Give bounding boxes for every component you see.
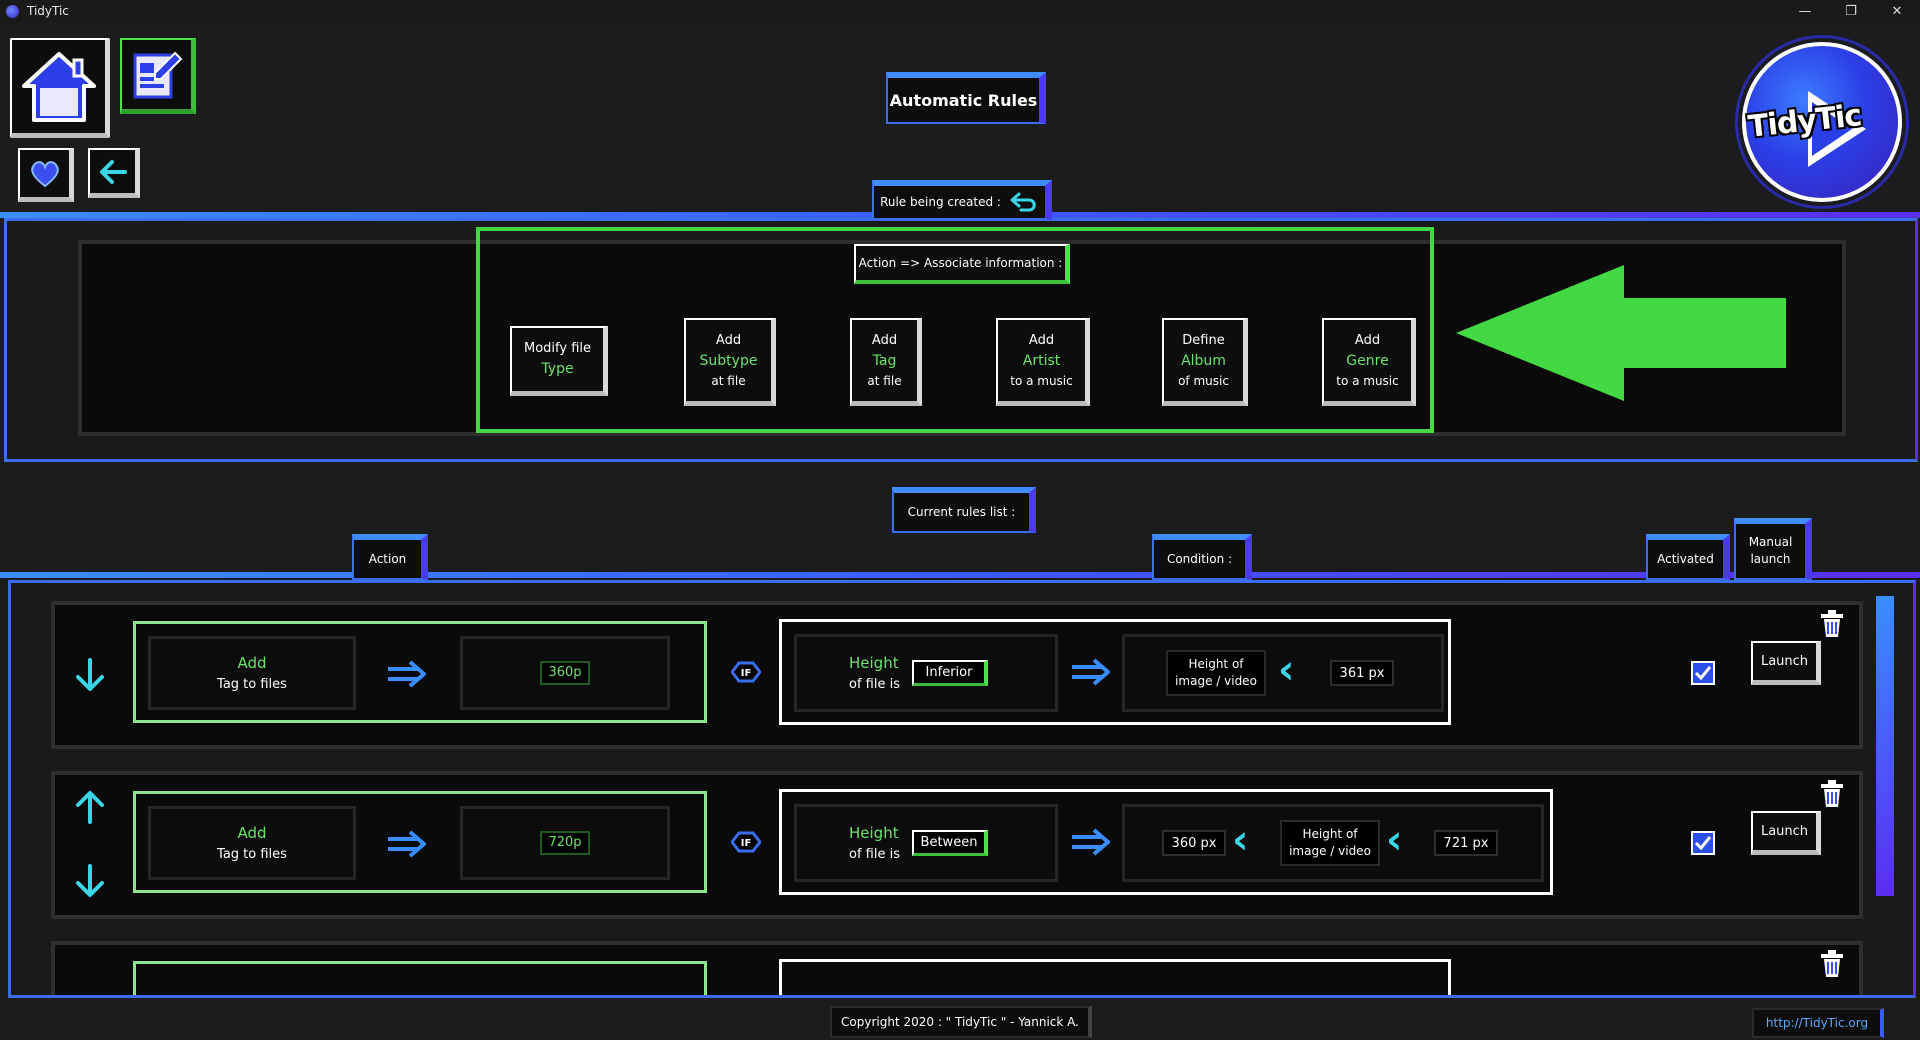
checkmark-icon	[1694, 666, 1712, 681]
add-artist-button[interactable]: Add Artist to a music	[996, 318, 1090, 406]
arrow-left-icon	[99, 159, 127, 184]
rule-condition-max: 721 px	[1434, 830, 1498, 856]
trash-icon[interactable]	[1819, 609, 1845, 639]
trash-icon[interactable]	[1819, 949, 1845, 979]
add-subtype-button[interactable]: Add Subtype at file	[684, 318, 776, 406]
column-header-condition: Condition :	[1152, 534, 1252, 580]
current-rules-list-title: Current rules list :	[892, 487, 1036, 533]
home-button[interactable]	[10, 38, 110, 138]
rules-scrollbar[interactable]	[1876, 596, 1894, 896]
minimize-button[interactable]: —	[1798, 3, 1812, 19]
double-arrow-right-icon	[388, 830, 426, 858]
if-badge-icon: IF	[731, 831, 761, 853]
rule-condition-box[interactable]	[779, 959, 1451, 995]
tidytic-logo: TidyTic	[1742, 42, 1902, 202]
rule-action-box[interactable]: Add Tag to files 360p	[133, 621, 707, 723]
undo-icon[interactable]	[1009, 191, 1039, 213]
rule-condition-box[interactable]: Height of file is Between 360 px ‹ Heigh…	[779, 789, 1553, 895]
rule-value-cell: 720p	[460, 806, 670, 880]
column-header-activated: Activated	[1646, 534, 1730, 580]
window-title: TidyTic	[27, 4, 69, 18]
rule-value: 720p	[540, 831, 590, 855]
rule-operator-badge: Inferior	[912, 660, 988, 686]
heart-icon	[30, 160, 59, 187]
if-badge-icon: IF	[731, 661, 761, 683]
favorites-button[interactable]	[18, 148, 74, 202]
rule-condition-target: Height of image / video	[1166, 650, 1266, 696]
column-header-manual-launch: Manual launch	[1734, 518, 1812, 580]
rule-being-created-label: Rule being created :	[872, 180, 1052, 220]
less-than-icon: ‹	[1232, 817, 1249, 863]
move-up-arrow-icon[interactable]	[73, 789, 107, 825]
big-green-arrow-icon	[1456, 265, 1786, 401]
less-than-icon: ‹	[1386, 817, 1403, 863]
rule-row: Add Tag to files 720p IF Height of file …	[51, 771, 1863, 919]
edit-document-icon	[133, 51, 182, 98]
rule-action-box[interactable]	[133, 961, 707, 995]
page-title: Automatic Rules	[886, 72, 1046, 124]
svg-text:IF: IF	[741, 668, 752, 679]
app-icon	[6, 4, 19, 18]
rule-action-box[interactable]: Add Tag to files 720p	[133, 791, 707, 893]
rule-value-cell: 360p	[460, 636, 670, 710]
double-arrow-right-icon	[1072, 658, 1110, 686]
launch-button[interactable]: Launch	[1751, 641, 1821, 685]
modify-file-type-button[interactable]: Modify file Type	[510, 326, 608, 396]
action-associate-label: Action => Associate information :	[854, 244, 1070, 284]
column-header-action: Action	[352, 534, 428, 580]
launch-button[interactable]: Launch	[1751, 811, 1821, 855]
rule-condition-target: Height of image / video	[1280, 820, 1380, 866]
back-button[interactable]	[88, 148, 140, 198]
rule-condition-limit: 361 px	[1330, 660, 1394, 686]
double-arrow-right-icon	[388, 660, 426, 688]
double-arrow-right-icon	[1072, 828, 1110, 856]
rules-list-panel: Add Tag to files 360p IF Height of file …	[8, 580, 1916, 998]
copyright-text: Copyright 2020 : " TidyTic " - Yannick A…	[830, 1006, 1092, 1038]
rule-value: 360p	[540, 661, 590, 685]
activated-checkbox[interactable]	[1691, 661, 1715, 685]
website-link[interactable]: http://TidyTic.org	[1752, 1008, 1884, 1038]
trash-icon[interactable]	[1819, 779, 1845, 809]
define-album-button[interactable]: Define Album of music	[1162, 318, 1248, 406]
title-bar: TidyTic — ❐ ✕	[0, 0, 1920, 22]
svg-text:IF: IF	[741, 838, 752, 849]
edit-rules-button[interactable]	[120, 38, 196, 114]
action-selection-box	[476, 227, 1434, 433]
close-button[interactable]: ✕	[1891, 3, 1903, 19]
move-down-arrow-icon[interactable]	[73, 657, 107, 693]
move-down-arrow-icon[interactable]	[73, 863, 107, 899]
add-genre-button[interactable]: Add Genre to a music	[1322, 318, 1416, 406]
rule-action-cell: Add Tag to files	[148, 806, 356, 880]
rule-action-cell: Add Tag to files	[148, 636, 356, 710]
activated-checkbox[interactable]	[1691, 831, 1715, 855]
window-controls: — ❐ ✕	[1782, 0, 1920, 22]
rule-condition-box[interactable]: Height of file is Inferior Height of ima…	[779, 619, 1451, 725]
rule-operator-badge: Between	[912, 830, 988, 856]
less-than-icon: ‹	[1278, 647, 1295, 693]
home-icon	[21, 51, 96, 122]
rule-row	[51, 941, 1863, 995]
add-tag-button[interactable]: Add Tag at file	[850, 318, 922, 406]
restore-button[interactable]: ❐	[1845, 3, 1857, 19]
rule-row: Add Tag to files 360p IF Height of file …	[51, 601, 1863, 749]
rule-condition-min: 360 px	[1162, 830, 1226, 856]
checkmark-icon	[1694, 836, 1712, 851]
rules-panel-strip	[0, 572, 1920, 578]
